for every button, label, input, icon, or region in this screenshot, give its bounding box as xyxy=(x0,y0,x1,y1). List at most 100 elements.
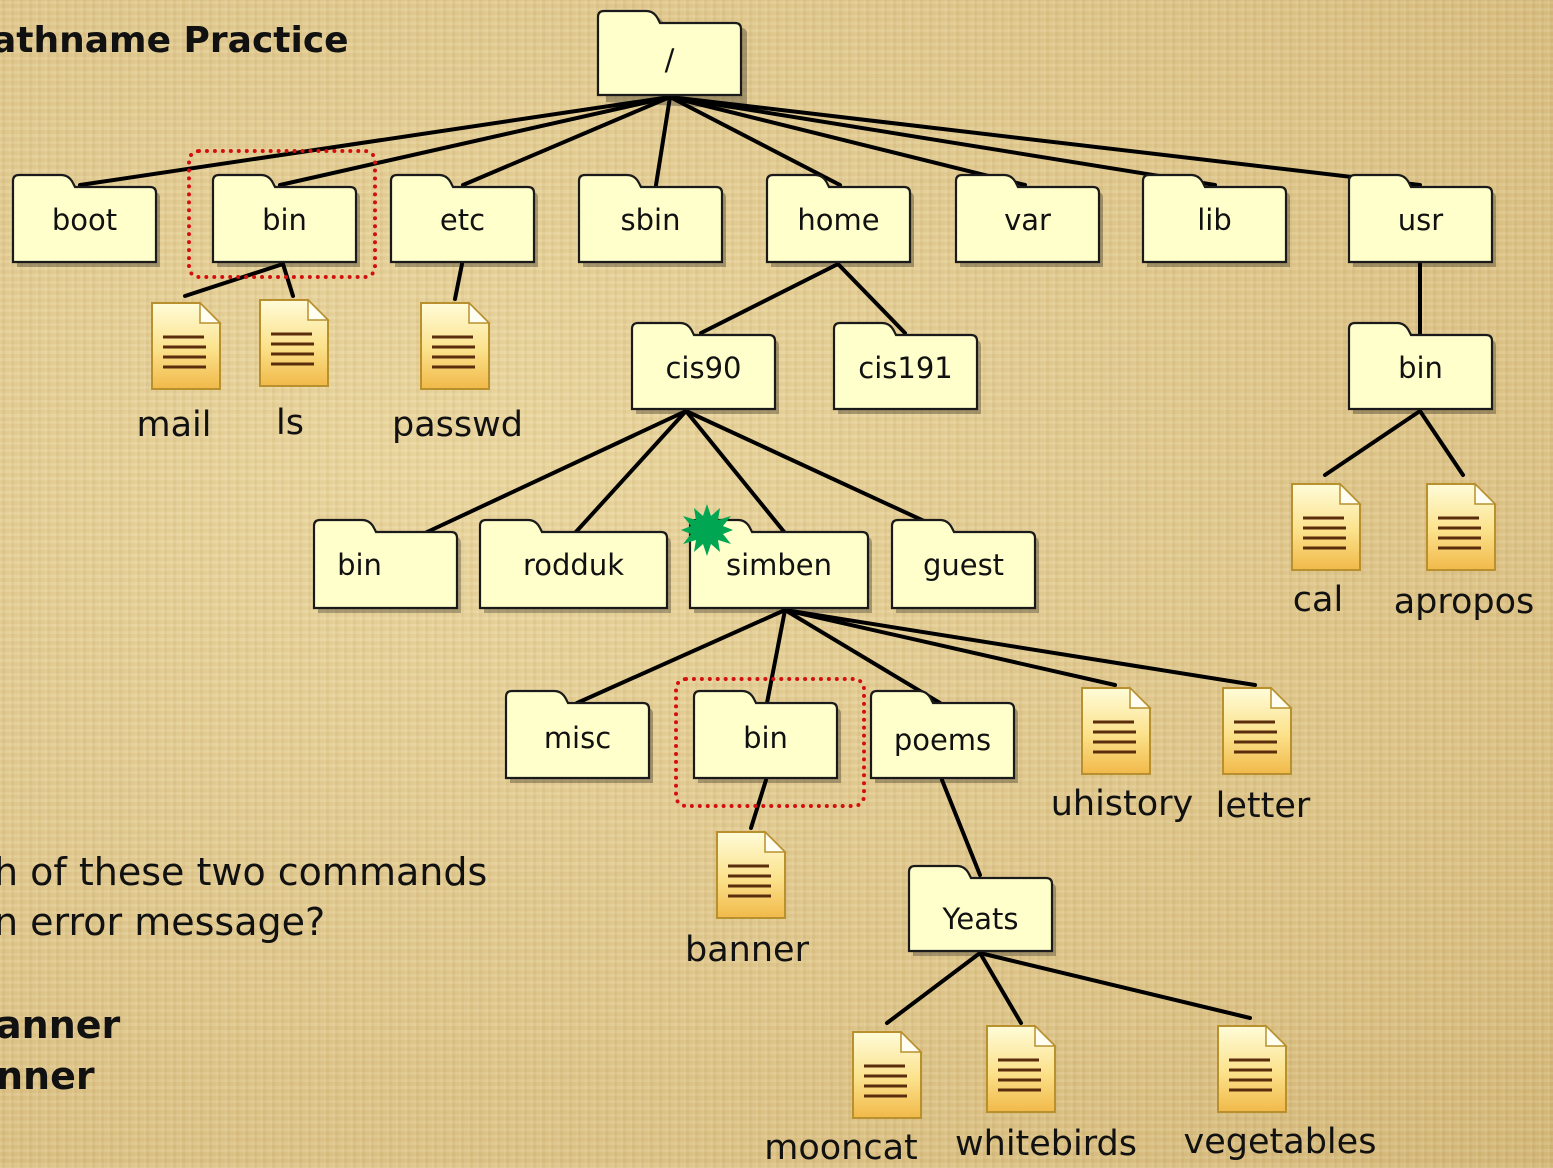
document-icon xyxy=(1081,686,1152,775)
folder-sbin[interactable]: sbin xyxy=(577,173,726,267)
starburst-icon xyxy=(681,504,733,556)
folder-usr[interactable]: usr xyxy=(1347,173,1496,267)
folder-label: var xyxy=(1004,203,1051,237)
document-icon xyxy=(1426,482,1497,571)
folder-icon xyxy=(692,689,841,783)
folder-icon xyxy=(688,518,872,613)
folder-root[interactable]: / xyxy=(596,9,747,110)
folder-label: lib xyxy=(1197,203,1232,237)
file-passwd[interactable] xyxy=(419,301,491,391)
folder-simben[interactable]: simben xyxy=(688,518,872,613)
document-icon xyxy=(1291,482,1362,571)
folder-etc[interactable]: etc xyxy=(389,173,538,267)
file-cal[interactable] xyxy=(1290,482,1362,572)
file-label-cal: cal xyxy=(1292,580,1344,620)
folder-rodduk[interactable]: rodduk xyxy=(478,518,671,613)
file-mooncat[interactable] xyxy=(851,1030,923,1120)
file-whitebirds[interactable] xyxy=(985,1024,1057,1114)
folder-icon xyxy=(211,173,360,267)
document-icon xyxy=(852,1030,923,1119)
folder-icon xyxy=(504,689,653,783)
folder-icon xyxy=(1347,173,1496,267)
file-mail[interactable] xyxy=(150,301,222,391)
folder-label: sbin xyxy=(620,203,681,237)
file-label-letter: letter xyxy=(1215,786,1311,826)
folder-home[interactable]: home xyxy=(765,173,914,267)
command-line: anner xyxy=(0,1003,121,1047)
folder-icon xyxy=(596,9,747,110)
file-apropos[interactable] xyxy=(1425,482,1497,572)
document-icon xyxy=(716,830,787,919)
folder-label: cis90 xyxy=(665,351,742,385)
file-label-apropos: apropos xyxy=(1393,582,1535,622)
file-label-mail: mail xyxy=(136,405,212,445)
document-icon xyxy=(420,301,491,390)
folder-icon xyxy=(1347,321,1496,414)
file-letter[interactable] xyxy=(1221,686,1293,776)
document-icon xyxy=(259,298,330,387)
folder-icon xyxy=(1141,173,1290,267)
folder-icon xyxy=(890,518,1039,613)
folder-cis90-bin[interactable]: bin xyxy=(312,518,461,613)
folder-yeats[interactable]: Yeats xyxy=(907,864,1056,956)
folder-simben-bin[interactable]: bin xyxy=(692,689,841,783)
folder-lib[interactable]: lib xyxy=(1141,173,1290,267)
document-icon xyxy=(151,301,222,390)
file-ls[interactable] xyxy=(258,298,330,388)
folder-icon xyxy=(832,321,981,414)
folder-cis191[interactable]: cis191 xyxy=(832,321,981,414)
file-label-passwd: passwd xyxy=(392,405,523,445)
folder-icon xyxy=(907,864,1056,956)
document-icon xyxy=(986,1024,1057,1113)
folder-label: simben xyxy=(725,548,833,582)
folder-label: Yeats xyxy=(942,902,1019,936)
folder-poems[interactable]: poems xyxy=(869,689,1018,783)
question-line: n error message? xyxy=(0,900,326,944)
file-label-uhistory: uhistory xyxy=(1050,784,1194,824)
folder-icon xyxy=(630,321,779,414)
folder-guest[interactable]: guest xyxy=(890,518,1039,613)
file-uhistory[interactable] xyxy=(1080,686,1152,776)
folder-icon xyxy=(869,689,1018,783)
folder-label: rodduk xyxy=(522,548,625,582)
folder-label: / xyxy=(664,43,675,77)
highlight-box-simben-bin xyxy=(674,677,866,808)
file-label-whitebirds: whitebirds xyxy=(955,1124,1137,1164)
folder-label: bin xyxy=(337,548,382,582)
folder-label: poems xyxy=(893,723,992,757)
folder-label: bin xyxy=(262,203,307,237)
folder-label: guest xyxy=(922,548,1005,582)
command-line: nner xyxy=(0,1054,95,1098)
folder-icon xyxy=(577,173,726,267)
folder-cis90[interactable]: cis90 xyxy=(630,321,779,414)
file-vegetables[interactable] xyxy=(1216,1024,1288,1114)
folder-label: bin xyxy=(743,721,788,755)
question-line: h of these two commands xyxy=(0,850,488,894)
folder-icon xyxy=(765,173,914,267)
folder-icon xyxy=(954,173,1103,267)
file-label-banner: banner xyxy=(685,930,809,970)
folder-boot[interactable]: boot xyxy=(11,173,160,267)
folder-icon xyxy=(478,518,671,613)
folder-label: usr xyxy=(1397,203,1444,237)
folder-icon xyxy=(312,518,461,613)
folder-label: cis191 xyxy=(858,351,953,385)
folder-label: misc xyxy=(543,721,612,755)
highlight-box-bin xyxy=(187,149,377,279)
folder-misc[interactable]: misc xyxy=(504,689,653,783)
slide-title: athname Practice xyxy=(0,20,349,61)
folder-icon xyxy=(11,173,160,267)
folder-bin[interactable]: bin xyxy=(211,173,360,267)
folder-label: home xyxy=(797,203,880,237)
folder-icon xyxy=(389,173,538,267)
file-banner[interactable] xyxy=(715,830,787,920)
folder-label: etc xyxy=(439,203,486,237)
file-label-ls: ls xyxy=(276,403,304,443)
document-icon xyxy=(1217,1024,1288,1113)
folder-usr-bin[interactable]: bin xyxy=(1347,321,1496,414)
file-label-vegetables: vegetables xyxy=(1183,1122,1377,1162)
folder-var[interactable]: var xyxy=(954,173,1103,267)
folder-label: boot xyxy=(51,203,118,237)
file-label-mooncat: mooncat xyxy=(764,1128,918,1168)
